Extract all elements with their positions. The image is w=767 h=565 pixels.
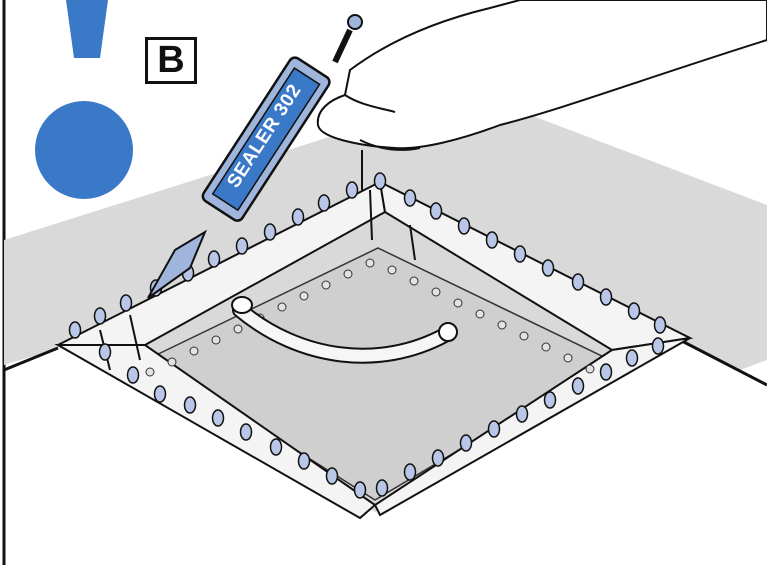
exclamation-icon xyxy=(35,0,133,199)
step-label: B xyxy=(145,37,197,84)
